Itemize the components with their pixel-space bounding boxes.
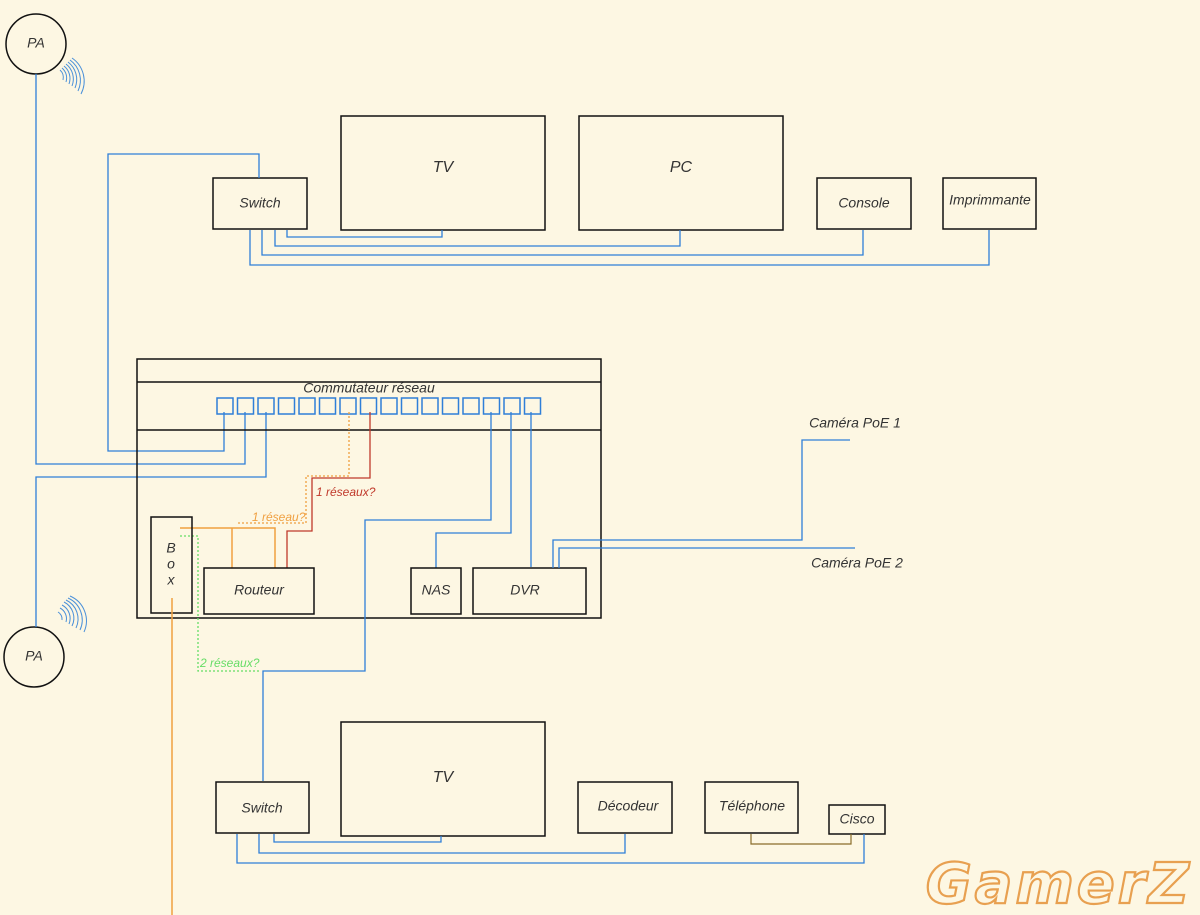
switch-top-label: Switch [239,195,280,211]
console: Console [816,177,912,230]
note-1-reseaux: 1 réseaux? [316,485,376,499]
switch-port [359,397,378,415]
switch-port [277,397,296,415]
switch-port [236,397,255,415]
cisco-label: Cisco [839,811,874,827]
tv-bottom-label: TV [433,769,455,786]
switch-port [523,397,542,415]
wifi-icon [59,57,85,95]
access-point-top: PA [5,13,67,75]
switch-port [400,397,419,415]
box-letter-x: x [167,572,176,588]
nas: NAS [410,567,462,615]
imprimante: Imprimmante [942,177,1037,230]
nas-label: NAS [422,582,451,598]
wifi-icon [57,595,87,633]
note-2-reseaux: 2 réseaux? [199,656,260,670]
pc: PC [578,115,784,231]
camera-poe-1-label: Caméra PoE 1 [809,415,901,431]
tv-bottom: TV [340,721,546,837]
gamerz-watermark: GamerZ [926,852,1192,915]
access-point-bottom-label: PA [25,648,43,664]
console-label: Console [838,195,890,211]
decodeur-label: Décodeur [598,798,660,814]
camera-poe-2-label: Caméra PoE 2 [811,555,903,571]
decodeur: Décodeur [577,781,673,834]
switch-port [462,397,480,415]
switch-port [380,397,398,415]
switch-port [298,397,316,415]
switch-port [257,397,275,415]
switch-port [482,397,501,415]
box-letter-b: B [166,540,175,556]
routeur: Routeur [203,567,315,615]
commutateur-ports [216,397,542,415]
commutateur-label: Commutateur réseau [303,380,435,396]
switch-port [421,397,439,415]
switch-bottom: Switch [215,781,310,834]
switch-port [216,397,234,415]
box-letter-o: o [167,556,175,572]
switch-bottom-label: Switch [241,800,282,816]
tv-top-label: TV [433,159,455,176]
switch-port [441,397,460,415]
switch-port [318,397,337,415]
dvr: DVR [472,567,587,615]
pc-label: PC [670,159,693,176]
dvr-label: DVR [510,582,540,598]
switch-port [339,397,357,415]
switch-top: Switch [212,177,308,230]
tv-top: TV [340,115,546,231]
routeur-label: Routeur [234,582,285,598]
imprimante-label: Imprimmante [949,192,1031,208]
access-point-top-label: PA [27,35,45,51]
switch-port [503,397,521,415]
telephone-label: Téléphone [719,798,785,814]
telephone: Téléphone [704,781,799,834]
cisco: Cisco [828,804,886,835]
access-point-bottom: PA [3,626,65,688]
note-1-reseau: 1 réseau? [252,510,306,524]
network-cabinet: Commutateur réseau [136,358,602,619]
